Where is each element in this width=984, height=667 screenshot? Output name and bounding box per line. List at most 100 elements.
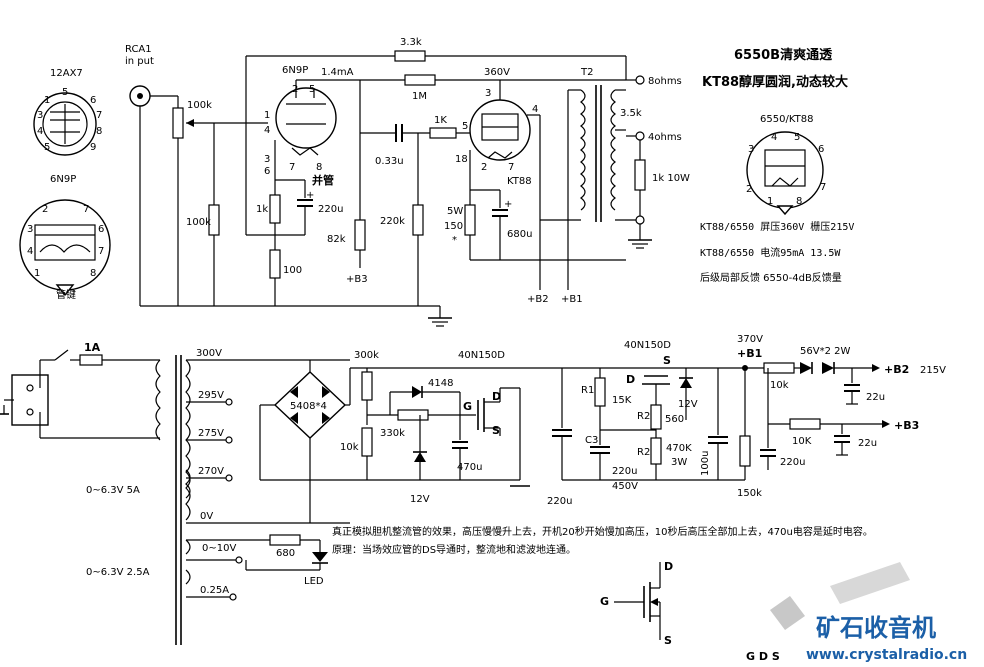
c-22u-b2-label: 22u [866, 392, 885, 403]
tube-key-label: 管键 [56, 288, 76, 301]
bridge-rectifier: 5408*4 [273, 371, 347, 439]
r-100k-label: 100k [186, 217, 211, 228]
svg-text:4: 4 [771, 132, 777, 143]
r-150k-label: 150k [737, 488, 762, 499]
fet-s-label: S [664, 634, 672, 647]
terminal-4ohm [635, 131, 645, 141]
ohm8-label: 8ohms [648, 76, 682, 87]
svg-text:2: 2 [481, 162, 487, 173]
r-150-star: * [452, 235, 457, 246]
svg-text:2: 2 [746, 184, 752, 195]
r-100k-pot-label: 100k [187, 100, 212, 111]
fet-g-label: G [600, 595, 609, 608]
winding-0-25a: 0.25A [200, 585, 229, 596]
mosfet1-d: D [492, 390, 501, 403]
t2-label: T2 [580, 67, 593, 78]
r2-a-label: R2 [637, 411, 650, 422]
svg-text:6: 6 [98, 224, 104, 235]
rca-input: RCA1 in put [125, 44, 154, 107]
r-10k-b3-label: 10K [792, 436, 812, 447]
tube-6n9p-circuit-label: 6N9P [282, 65, 308, 76]
svg-text:5: 5 [44, 142, 50, 153]
logo-url: www.crystalradio.cn [806, 647, 967, 663]
r-1k-10w [634, 159, 646, 191]
r-1m [404, 74, 436, 86]
r-220k [412, 204, 424, 236]
svg-text:4: 4 [37, 126, 43, 137]
note-line-1: 真正模拟胆机整流管的效果，高压慢慢升上去，开机20秒开始慢加高压，10秒后高压全… [332, 525, 873, 538]
led-label: LED [304, 576, 324, 587]
zener-12v-b-icon [680, 378, 692, 388]
c-470u-label: 470u [457, 462, 482, 473]
c-22u-b3-label: 22u [858, 438, 877, 449]
tube-6n9p-label: 6N9P [50, 174, 76, 185]
c-220u-filter-label: 220u [547, 496, 572, 507]
mosfet1-g: G [463, 400, 472, 413]
svg-text:1: 1 [767, 196, 773, 207]
r-300k-label: 300k [354, 350, 379, 361]
r-1k-cathode [269, 194, 281, 224]
kt88-label: KT88 [507, 176, 532, 187]
parallel-label: 并管 [312, 173, 334, 187]
spec-line-1: KT88/6550 屏压360V 栅压215V [700, 220, 854, 233]
b1-amp-label: +B1 [561, 294, 583, 305]
tube-6550-label: 6550/KT88 [760, 114, 813, 125]
svg-text:+: + [306, 190, 314, 201]
r-3w-label: 3W [671, 457, 687, 468]
r-1k-10w-label: 1k 10W [652, 173, 690, 184]
mosfet2-label: 40N150D [624, 340, 671, 351]
r-330k [397, 409, 429, 421]
c-0-33u-label: 0.33u [375, 156, 404, 167]
b3-psu-label: +B3 [894, 419, 919, 432]
r2-560 [650, 404, 662, 430]
svg-text:5: 5 [62, 87, 68, 98]
power-switch [54, 349, 69, 361]
title-line-2: KT88醇厚圆润,动态较大 [702, 74, 848, 90]
r-82k-label: 82k [327, 234, 346, 245]
zener-56v-b-icon [822, 362, 834, 374]
tap-0v: 0V [200, 511, 213, 522]
r-150-label: 150 [444, 221, 463, 232]
mosfet2-d: D [626, 373, 635, 386]
svg-text:7: 7 [820, 182, 826, 193]
svg-text:4: 4 [532, 104, 538, 115]
volume-pot [172, 107, 184, 139]
r-680-label: 680 [276, 548, 295, 559]
b3-amp-label: +B3 [346, 274, 368, 285]
b2-amp-label: +B2 [527, 294, 549, 305]
tube-12ax7-label: 12AX7 [50, 68, 83, 79]
bridge-label: 5408*4 [290, 401, 327, 412]
r1-15k [594, 377, 606, 407]
r-5w-label: 5W [447, 206, 463, 217]
zener-12v-icon [414, 452, 426, 462]
r-1k-grid-label: 1K [434, 115, 447, 126]
b2-psu-label: +B2 [884, 363, 909, 376]
r-15k-label: 15K [612, 395, 632, 406]
r-300k [361, 371, 373, 401]
r-10k-b1-label: 10k [770, 380, 789, 391]
c3-450v-label: 450V [612, 481, 638, 492]
svg-text:4: 4 [264, 125, 270, 136]
title-line-1: 6550B清爽通透 [734, 47, 832, 63]
led-icon [312, 552, 328, 562]
svg-text:4: 4 [27, 246, 33, 257]
svg-text:8: 8 [96, 126, 102, 137]
c-220u-label: 220u [318, 204, 343, 215]
zener-56v-a-icon [800, 362, 812, 374]
rca-label: RCA1 [125, 44, 152, 55]
svg-text:7: 7 [508, 162, 514, 173]
svg-text:+: + [504, 199, 512, 210]
svg-text:3: 3 [264, 154, 270, 165]
d-4148-label: 4148 [428, 378, 453, 389]
r1-label: R1 [581, 385, 594, 396]
svg-text:9: 9 [90, 142, 96, 153]
svg-text:8: 8 [90, 268, 96, 279]
r-10k-divider [361, 427, 373, 457]
r-3-3k [394, 50, 426, 62]
svg-text:6: 6 [90, 95, 96, 106]
svg-text:3: 3 [485, 88, 491, 99]
svg-text:7: 7 [83, 204, 89, 215]
zener-56v-label: 56V*2 2W [800, 346, 850, 357]
